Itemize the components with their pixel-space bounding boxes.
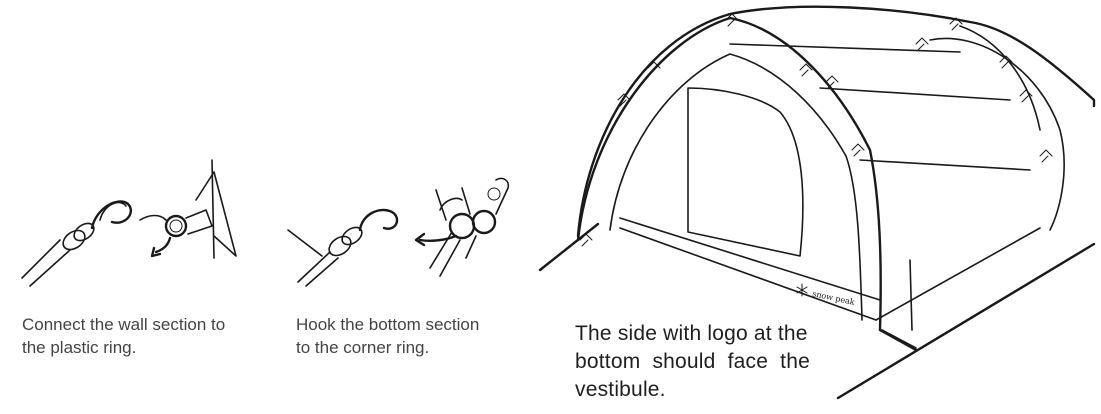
caption-step-2-line-2: to the corner ring. <box>296 338 430 357</box>
caption-step-1-line-2: the plastic ring. <box>22 338 137 357</box>
tent-clips <box>579 13 1053 247</box>
caption-note-line-1: The side with logo at the <box>575 322 808 345</box>
caption-note-line-2: bottom should face the <box>575 350 810 373</box>
figure-tent: snow peak <box>538 5 1096 400</box>
caption-step-2-line-1: Hook the bottom section <box>296 315 480 334</box>
caption-logo-note: The side with logo at the bottom should … <box>575 320 810 404</box>
caption-step-2: Hook the bottom section to the corner ri… <box>296 313 479 359</box>
figure-wall-to-ring <box>21 159 237 287</box>
caption-step-1-line-1: Connect the wall section to <box>22 315 226 334</box>
asterisk-logo-icon <box>796 283 808 297</box>
figure-hook-to-corner <box>287 177 510 287</box>
caption-note-line-3: vestibule. <box>575 378 666 401</box>
caption-step-1: Connect the wall section to the plastic … <box>22 313 225 359</box>
